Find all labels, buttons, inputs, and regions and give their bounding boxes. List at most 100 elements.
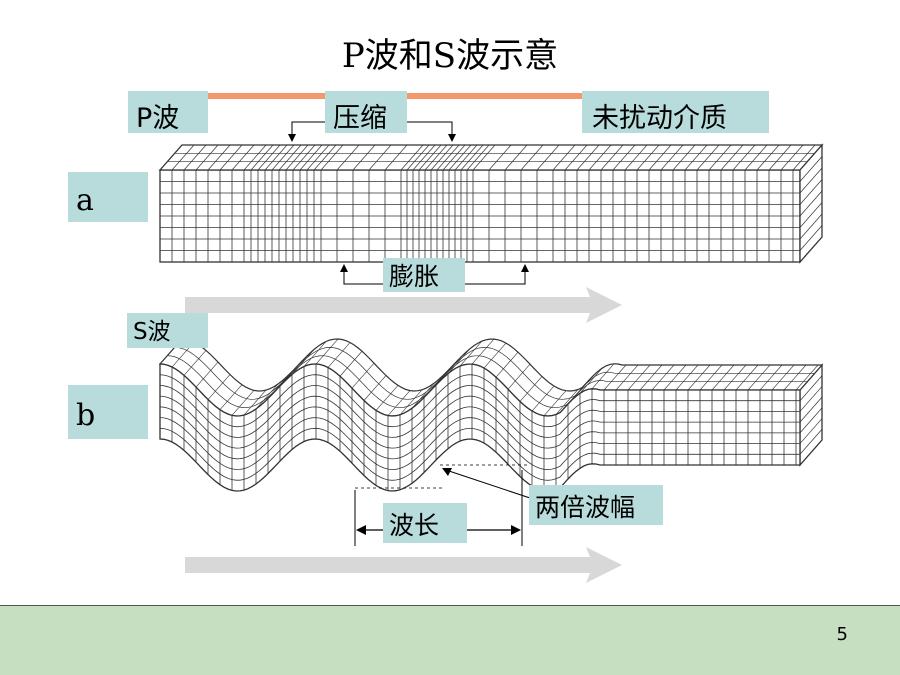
s-block-top-column-line (483, 342, 507, 369)
s-wave-block (158, 338, 824, 492)
s-block-top-column-line (651, 364, 675, 391)
p-block-top-line (442, 144, 466, 171)
wavelength-label: 波长 (383, 503, 467, 543)
s-block-top-column-line (543, 390, 567, 416)
s-block-top-column-line (351, 362, 375, 389)
p-block-top-line (732, 144, 756, 171)
s-block-side-line (799, 375, 823, 401)
p-block-top-line (299, 144, 323, 171)
s-block-top-column-line (735, 364, 759, 391)
s-block-row-line (159, 395, 800, 449)
s-block-top-column-line (423, 372, 447, 398)
p-block-top-line (660, 144, 684, 171)
p-block-top-line (292, 144, 316, 171)
s-block-top-column-line (267, 373, 291, 399)
p-block-top-line (624, 144, 648, 171)
s-block-top-column-line (687, 364, 711, 391)
page-number: 5 (836, 624, 848, 645)
p-block-top-line (648, 144, 672, 171)
s-block-top-column-line (699, 364, 723, 391)
s-block-row-line (159, 406, 800, 460)
p-block-top-line (792, 144, 816, 171)
s-block-top-column-line (507, 364, 531, 390)
p-wave-label: P波 (128, 91, 208, 133)
s-block-top-column-line (639, 364, 663, 391)
wave-diagram (158, 93, 824, 583)
s-block-top-column-line (375, 385, 399, 411)
s-block-top-column-line (795, 364, 819, 391)
s-wave-label: S波 (127, 313, 208, 348)
panel-b-label: b (68, 385, 148, 439)
s-block-top-column-line (579, 368, 603, 394)
s-block-top-column-line (591, 363, 615, 389)
s-block-top-column-line (759, 364, 783, 391)
s-block-top-column-line (723, 364, 747, 391)
s-block-row-line (159, 384, 800, 438)
p-block-top-line (768, 144, 792, 171)
s-block-top-column-line (195, 361, 219, 388)
p-block-top-line (564, 144, 588, 171)
p-block-top-line (720, 144, 744, 171)
s-block-top-column-line (531, 385, 555, 412)
p-block-top-line (368, 144, 392, 171)
p-block-side-line (799, 202, 823, 228)
s-block-top-column-line (255, 383, 279, 410)
s-block-top-column-line (243, 389, 267, 416)
p-block-top-line (313, 144, 337, 171)
s-wave-direction-arrow (185, 547, 622, 583)
p-block-top-line (278, 144, 302, 171)
p-block-top-line (285, 144, 309, 171)
p-block-side-line (799, 156, 823, 182)
p-block-top-line (672, 144, 696, 171)
p-block-side-line (799, 167, 823, 194)
s-block-side-line (799, 407, 823, 434)
p-block-top-line (708, 144, 732, 171)
p-block-top-line (612, 144, 636, 171)
p-block-top-line (264, 144, 288, 171)
amplitude-pointer-head (442, 468, 452, 476)
slide-footer: 5 (0, 605, 900, 675)
p-block-side-line (799, 225, 823, 251)
p-block-top-line (756, 144, 780, 171)
p-block-top-line (231, 144, 255, 171)
s-block-side-line (799, 386, 823, 412)
p-block-top-line (219, 144, 243, 171)
p-block-top-line (454, 144, 478, 171)
s-block-top-column-line (363, 375, 387, 401)
s-block-top-column-line (315, 338, 339, 365)
p-block-top-line (600, 144, 624, 171)
p-block-top-line (520, 144, 544, 171)
amplitude-pointer (445, 469, 531, 499)
s-block-top-column-line (615, 364, 639, 391)
p-block-top-line (384, 144, 408, 171)
s-block-top-column-line (603, 364, 627, 391)
p-block-top-line (552, 144, 576, 171)
p-block-top-line (744, 144, 768, 171)
p-wave-block (158, 143, 824, 264)
s-block-top-column-line (231, 390, 255, 416)
p-block-top-line (352, 144, 376, 171)
p-block-side-line (799, 213, 823, 240)
s-block-top-column-line (783, 364, 807, 391)
s-block-top-column-line (747, 364, 771, 391)
s-block-top-column-line (411, 383, 435, 409)
p-block-top-line (684, 144, 708, 171)
s-block-side-line (799, 429, 823, 455)
p-block-top-line (171, 144, 195, 171)
p-block-top-line (448, 144, 472, 171)
p-block-top-line (636, 144, 660, 171)
s-block-top-column-line (387, 390, 411, 416)
p-block-top-line (183, 144, 207, 171)
expansion-label: 膨胀 (383, 258, 465, 292)
s-block-row-line (159, 427, 800, 481)
p-block-top-line (466, 144, 490, 171)
s-block-top-column-line (663, 364, 687, 391)
s-block-top-column-line (279, 360, 303, 387)
p-block-side-line (799, 179, 823, 205)
undisturbed-medium-label: 未扰动介质 (582, 91, 769, 133)
panel-a-label: a (68, 172, 148, 222)
p-block-top-line (195, 144, 219, 171)
p-block-top-line (336, 144, 360, 171)
s-block-top-column-line (291, 349, 315, 375)
p-block-top-line (430, 144, 454, 171)
